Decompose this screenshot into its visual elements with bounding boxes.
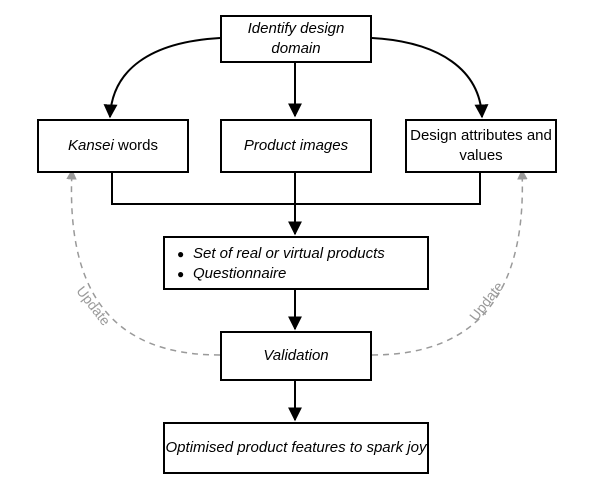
list-item: ● Questionnaire [177, 264, 286, 284]
arrow-identify-to-kansei [103, 37, 221, 119]
set-item-label: Set of real or virtual products [193, 245, 385, 262]
bullet-icon: ● [177, 267, 185, 281]
optimised-features-label: Optimised product features to spark joy [165, 439, 427, 456]
validation-label: Validation [263, 347, 329, 364]
validation-box: Validation [220, 331, 372, 381]
optimised-features-box: Optimised product features to spark joy [163, 422, 429, 474]
list-item: ● Set of real or virtual products [177, 244, 385, 264]
kansei-words-box: Kansei words [37, 119, 189, 173]
set-of-products-box: ● Set of real or virtual products ● Ques… [163, 236, 429, 290]
identify-design-domain-label: Identify design domain [247, 20, 345, 57]
arrow-identify-to-attributes [371, 37, 489, 119]
identify-design-domain-box: Identify design domain [220, 15, 372, 63]
feedback-arrow-right [371, 168, 528, 356]
product-images-label: Product images [243, 137, 349, 154]
kansei-words-label: Kansei words [68, 136, 158, 156]
kansei-rest: words [113, 137, 159, 154]
kansei-italic: Kansei [67, 137, 114, 154]
product-images-box: Product images [220, 119, 372, 173]
set-item-label: Questionnaire [193, 265, 287, 282]
design-attributes-box: Design attributes and values [405, 119, 557, 173]
feedback-arrow-left [66, 168, 221, 356]
design-attributes-label: Design attributes and values [410, 127, 552, 164]
bullet-icon: ● [177, 247, 185, 261]
